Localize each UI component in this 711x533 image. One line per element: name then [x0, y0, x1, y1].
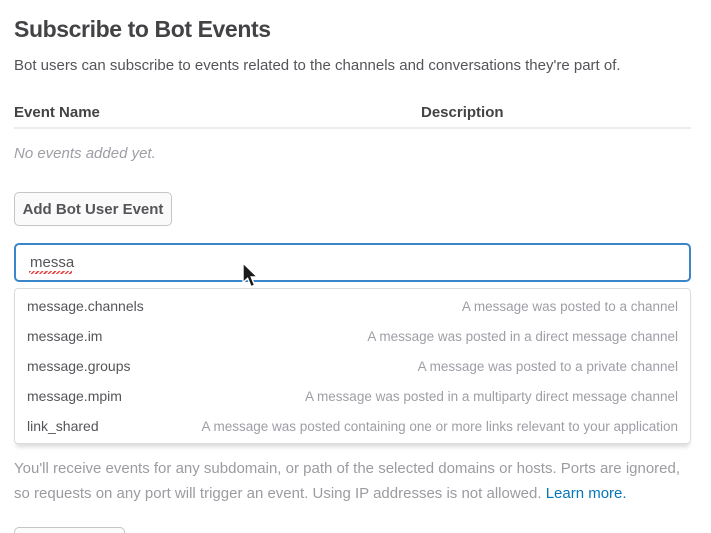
- column-header-event-name: Event Name: [14, 104, 100, 121]
- learn-more-link[interactable]: Learn more.: [545, 485, 627, 502]
- suggestion-item[interactable]: message.im A message was posted in a dir…: [15, 321, 690, 351]
- suggestion-description: A message was posted containing one or m…: [201, 418, 678, 434]
- suggestion-description: A message was posted in a multiparty dir…: [305, 388, 678, 404]
- suggestion-description: A message was posted to a channel: [461, 298, 678, 314]
- event-search-input[interactable]: [14, 243, 691, 282]
- table-header-divider: [14, 127, 691, 129]
- suggestion-item[interactable]: message.mpim A message was posted in a m…: [15, 381, 690, 411]
- add-bot-user-event-button[interactable]: Add Bot User Event: [14, 192, 172, 226]
- events-table-header: Event Name Description: [14, 104, 691, 122]
- page-subtitle: Bot users can subscribe to events relate…: [14, 57, 621, 74]
- spellcheck-squiggle: [29, 271, 72, 274]
- suggestion-name: message.im: [27, 328, 103, 344]
- suggestion-name: link_shared: [27, 418, 99, 434]
- suggestion-item[interactable]: link_shared A message was posted contain…: [15, 411, 690, 441]
- suggestion-description: A message was posted to a private channe…: [417, 358, 678, 374]
- suggestion-name: message.channels: [27, 298, 144, 314]
- suggestion-name: message.mpim: [27, 388, 122, 404]
- page-title: Subscribe to Bot Events: [14, 16, 271, 42]
- suggestion-item[interactable]: message.channels A message was posted to…: [15, 291, 690, 321]
- bottom-cutoff-button[interactable]: [14, 527, 125, 533]
- domains-note-text: You'll receive events for any subdomain,…: [14, 460, 681, 502]
- event-suggestions-dropdown: message.channels A message was posted to…: [14, 288, 691, 444]
- suggestion-name: message.groups: [27, 358, 131, 374]
- events-empty-message: No events added yet.: [14, 145, 156, 162]
- domains-note: You'll receive events for any subdomain,…: [14, 456, 692, 506]
- suggestion-item[interactable]: message.groups A message was posted to a…: [15, 351, 690, 381]
- column-header-description: Description: [421, 104, 504, 121]
- suggestion-description: A message was posted in a direct message…: [367, 328, 678, 344]
